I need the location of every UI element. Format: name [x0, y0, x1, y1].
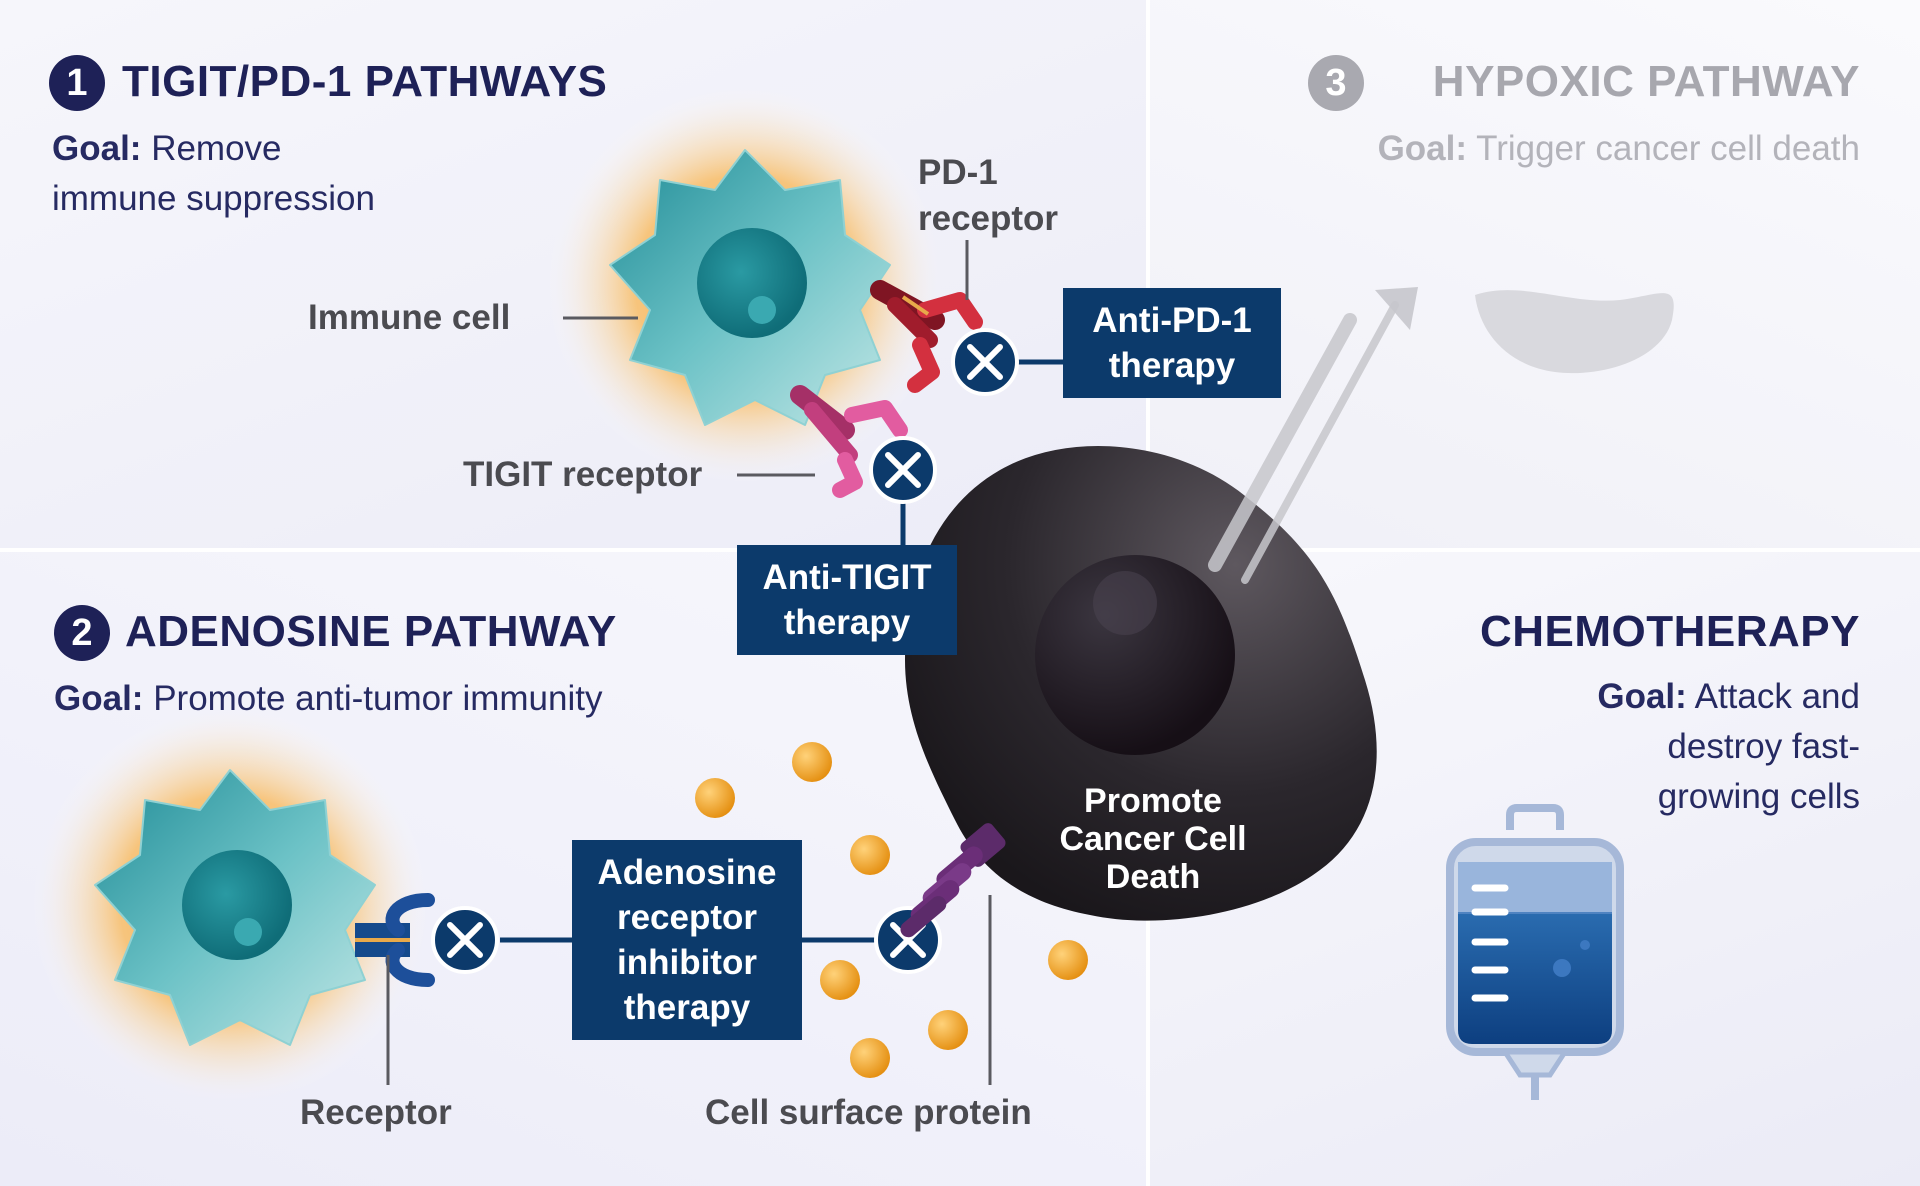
cancer-line2: Cancer Cell — [1059, 820, 1247, 858]
adenosine-molecules — [695, 742, 1088, 1078]
goal-label: Goal: — [1597, 677, 1687, 716]
immune-cell-1 — [545, 85, 945, 485]
goal-text-line2: immune suppression — [52, 179, 375, 218]
goal-hypoxic: Goal: Trigger cancer cell death — [1378, 124, 1860, 174]
label-cell-surface-protein: Cell surface protein — [705, 1093, 1032, 1132]
goal-text-line2: destroy fast- — [1667, 727, 1860, 766]
adenosine-line4: therapy — [623, 988, 751, 1027]
goal-label: Goal: — [1377, 129, 1468, 168]
red-blood-cell-icon — [1475, 290, 1674, 374]
anti-pd1-line2: therapy — [1108, 346, 1236, 385]
adenosine-line2: receptor — [616, 898, 758, 937]
cancer-cell — [905, 446, 1377, 921]
tigit-receptor-icon — [790, 385, 908, 498]
label-immune-cell: Immune cell — [308, 298, 511, 337]
section-title-tigit-pd1: TIGIT/PD-1 PATHWAYS — [122, 57, 608, 106]
x-circle-icon — [951, 328, 1019, 396]
anti-pd1-line1: Anti-PD-1 — [1092, 301, 1252, 340]
step-number-2: 2 — [54, 605, 110, 661]
label-receptor: Receptor — [300, 1093, 452, 1132]
section-title-hypoxic: HYPOXIC PATHWAY — [1432, 57, 1860, 106]
adenosine-receptor-icon — [355, 893, 435, 987]
step-number-3: 3 — [1308, 55, 1364, 111]
label-pd1-receptor: PD-1 receptor — [918, 150, 1058, 242]
goal-adenosine: Goal: Promote anti-tumor immunity — [54, 674, 602, 724]
goal-tigit-pd1: Goal: Remove immune suppression — [52, 124, 375, 224]
goal-text-line3: growing cells — [1657, 777, 1860, 816]
goal-label: Goal: — [52, 129, 142, 168]
x-circle-icon — [869, 436, 937, 504]
arrow-up-right-icon — [1208, 287, 1418, 584]
adenosine-line3: inhibitor — [617, 943, 757, 982]
cancer-line3: Death — [1105, 858, 1201, 896]
goal-text: Promote anti-tumor immunity — [153, 679, 603, 718]
goal-label: Goal: — [54, 679, 144, 718]
step-number-1: 1 — [49, 55, 105, 111]
immune-cell-2 — [30, 705, 430, 1105]
anti-pd1-therapy-box: Anti-PD-1 therapy — [1063, 288, 1281, 398]
adenosine-line1: Adenosine — [597, 853, 777, 892]
x-circle-icon — [431, 906, 499, 974]
adenosine-inhibitor-therapy-box: Adenosine receptor inhibitor therapy — [572, 840, 802, 1040]
section-title-adenosine: ADENOSINE PATHWAY — [125, 607, 617, 656]
anti-tigit-line2: therapy — [783, 603, 911, 642]
iv-bag-icon — [1446, 804, 1624, 1100]
section-title-chemotherapy: CHEMOTHERAPY — [1479, 607, 1860, 656]
anti-tigit-therapy-box: Anti-TIGIT therapy — [737, 545, 957, 655]
goal-text-line1: Attack and — [1694, 677, 1860, 716]
label-pd1-line2: receptor — [918, 199, 1059, 238]
anti-tigit-line1: Anti-TIGIT — [762, 558, 932, 597]
cancer-line1: Promote — [1084, 782, 1222, 820]
goal-text-line1: Remove — [151, 129, 282, 168]
cancer-cell-label: Promote Cancer Cell Death — [1023, 782, 1283, 896]
label-tigit-receptor: TIGIT receptor — [463, 455, 703, 494]
cell-surface-protein-icon — [900, 823, 1006, 938]
label-pd1-line1: PD-1 — [918, 153, 998, 192]
pd1-receptor-icon — [870, 280, 983, 393]
goal-text: Trigger cancer cell death — [1476, 129, 1860, 168]
goal-chemotherapy: Goal: Attack and destroy fast- growing c… — [1597, 672, 1860, 822]
label-leaders — [386, 240, 992, 1085]
